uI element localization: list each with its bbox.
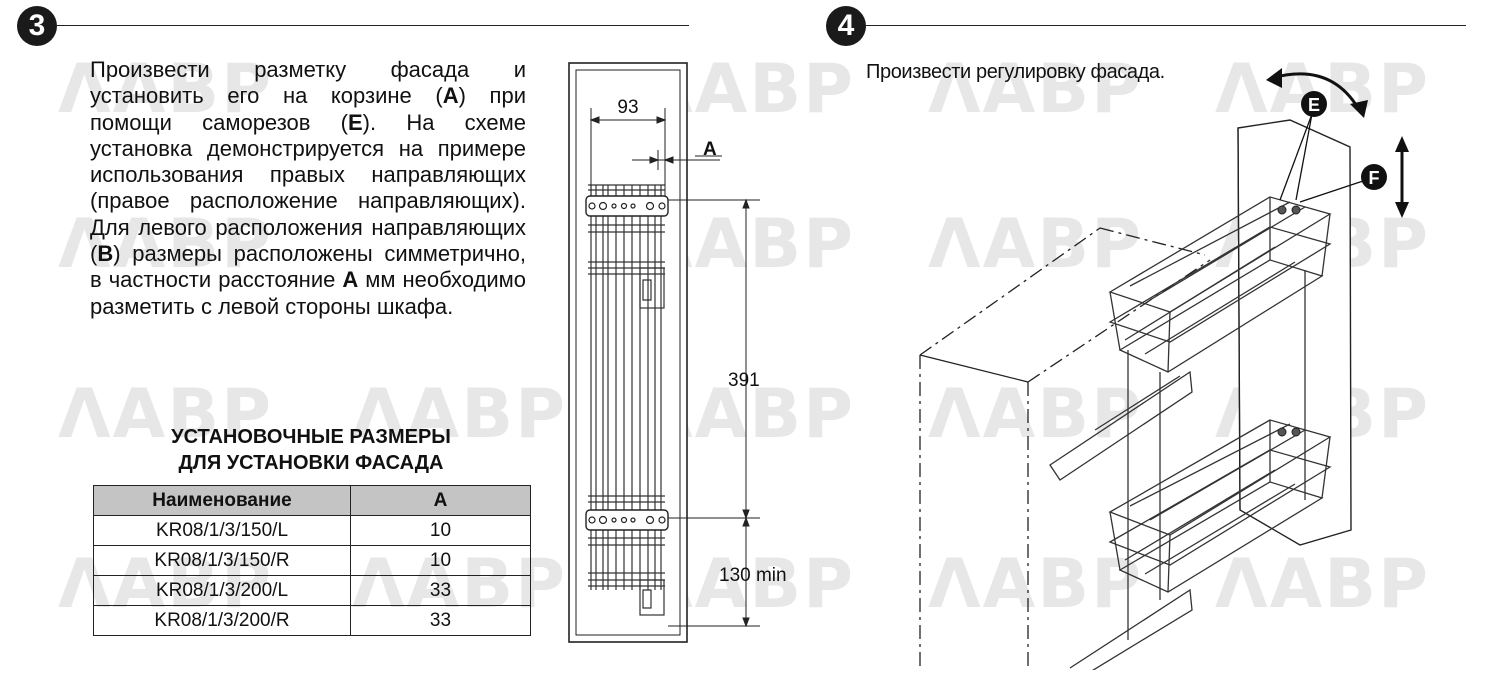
- dim-offset-label: A: [703, 139, 717, 160]
- cell-value: 10: [350, 545, 531, 576]
- watermark: ΛАВР: [928, 50, 1143, 129]
- table-row: KR08/1/3/200/R 33: [93, 605, 531, 636]
- isometric-adjustment-drawing: E F: [919, 68, 1409, 670]
- callout-f: F: [1369, 168, 1380, 188]
- step-4-badge: 4: [826, 6, 866, 46]
- callout-e: E: [1308, 95, 1320, 115]
- watermark: ΛАВР: [1215, 545, 1430, 624]
- watermark: ΛАВР: [1215, 50, 1430, 129]
- table-row: KR08/1/3/150/L 10: [93, 515, 531, 546]
- dim-height-label: 391: [728, 370, 760, 391]
- column-header-name: Наименование: [93, 485, 351, 516]
- cell-value: 33: [350, 575, 531, 606]
- watermark: ΛАВР: [928, 205, 1143, 284]
- watermark: ΛАВР: [928, 375, 1143, 454]
- watermark: ΛАВР: [58, 375, 273, 454]
- step-4-instructions: Произвести регулировку фасада.: [866, 61, 1165, 83]
- watermark: ΛАВР: [58, 50, 273, 129]
- watermark: ΛАВР: [58, 205, 273, 284]
- column-header-a: А: [350, 485, 531, 516]
- cell-model: KR08/1/3/200/R: [93, 605, 351, 636]
- dim-bottom-label: 130 min: [719, 565, 787, 586]
- watermark: ΛАВР: [352, 375, 567, 454]
- table-row: KR08/1/3/150/R 10: [93, 545, 531, 576]
- table-title: УСТАНОВОЧНЫЕ РАЗМЕРЫ ДЛЯ УСТАНОВКИ ФАСАД…: [171, 426, 451, 474]
- cell-model: KR08/1/3/200/L: [93, 575, 351, 606]
- cell-value: 33: [350, 605, 531, 636]
- step-3-divider: [57, 25, 689, 26]
- install-dimensions-table: Наименование А KR08/1/3/150/L 10 KR08/1/…: [93, 485, 531, 636]
- table-header-row: Наименование А: [93, 485, 531, 516]
- cell-model: KR08/1/3/150/R: [93, 545, 351, 576]
- step-4-divider: [866, 25, 1466, 26]
- cell-model: KR08/1/3/150/L: [93, 515, 351, 546]
- front-view-drawing: 93 A 391 130 min: [568, 62, 787, 643]
- dim-width-label: 93: [617, 97, 638, 118]
- step-3-instructions: Произвести разметку фасада и установить …: [90, 57, 526, 319]
- watermark: ΛАВР: [928, 545, 1143, 624]
- table-row: KR08/1/3/200/L 33: [93, 575, 531, 606]
- step-3-badge: 3: [17, 6, 57, 46]
- cell-value: 10: [350, 515, 531, 546]
